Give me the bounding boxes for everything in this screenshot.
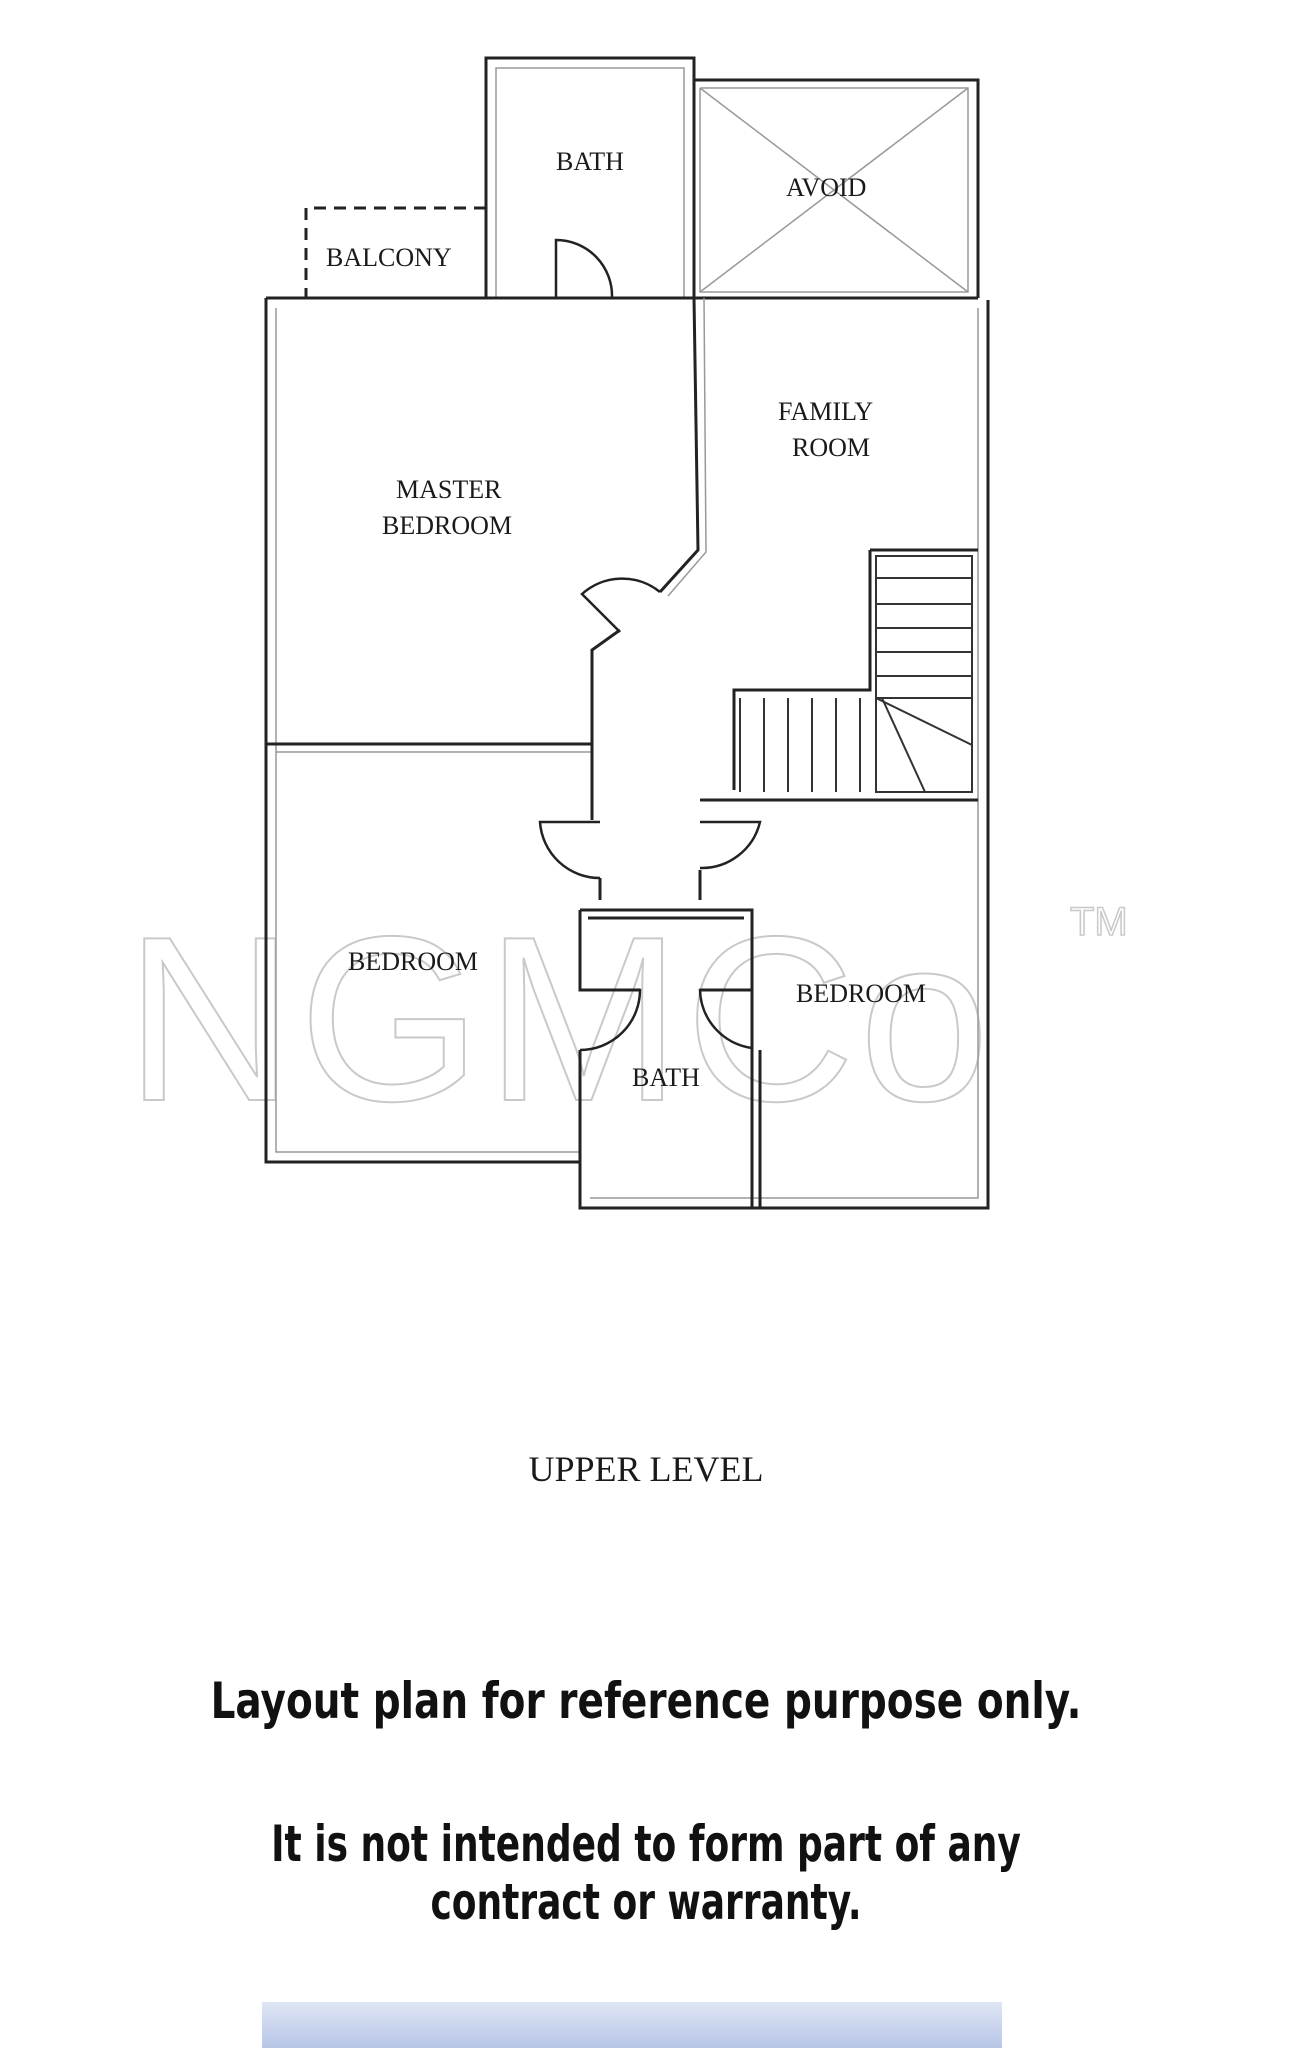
watermark-text: NGMCo — [125, 887, 994, 1150]
outer-walls — [264, 296, 990, 1210]
floor-plan: NGMCo TM — [124, 56, 1129, 1210]
room-label-balcony: BALCONY — [326, 243, 452, 272]
room-label-family-room-2: ROOM — [792, 433, 870, 462]
bath-top-walls — [484, 56, 696, 298]
doors — [538, 238, 762, 1052]
void-walls — [694, 78, 980, 298]
level-label: UPPER LEVEL — [528, 1449, 764, 1489]
room-label-bath-bottom: BATH — [632, 1063, 700, 1092]
room-label-master-1: MASTER — [396, 475, 502, 504]
balcony-outline — [304, 206, 486, 298]
room-label-master-2: BEDROOM — [382, 511, 512, 540]
bottom-banner-strip — [262, 2002, 1002, 2048]
staircase — [739, 555, 973, 793]
room-label-bath-top: BATH — [556, 147, 624, 176]
disclaimer-line-1: Layout plan for reference purpose only. — [210, 1672, 1082, 1730]
room-label-bedroom-right: BEDROOM — [796, 979, 926, 1008]
watermark-tm: TM — [1070, 900, 1128, 944]
room-label-family-room-1: FAMILY — [778, 397, 873, 426]
room-label-void: AVOID — [786, 173, 866, 202]
disclaimer-line-2: It is not intended to form part of any c… — [271, 1815, 1021, 1931]
room-label-bedroom-left: BEDROOM — [348, 947, 478, 976]
